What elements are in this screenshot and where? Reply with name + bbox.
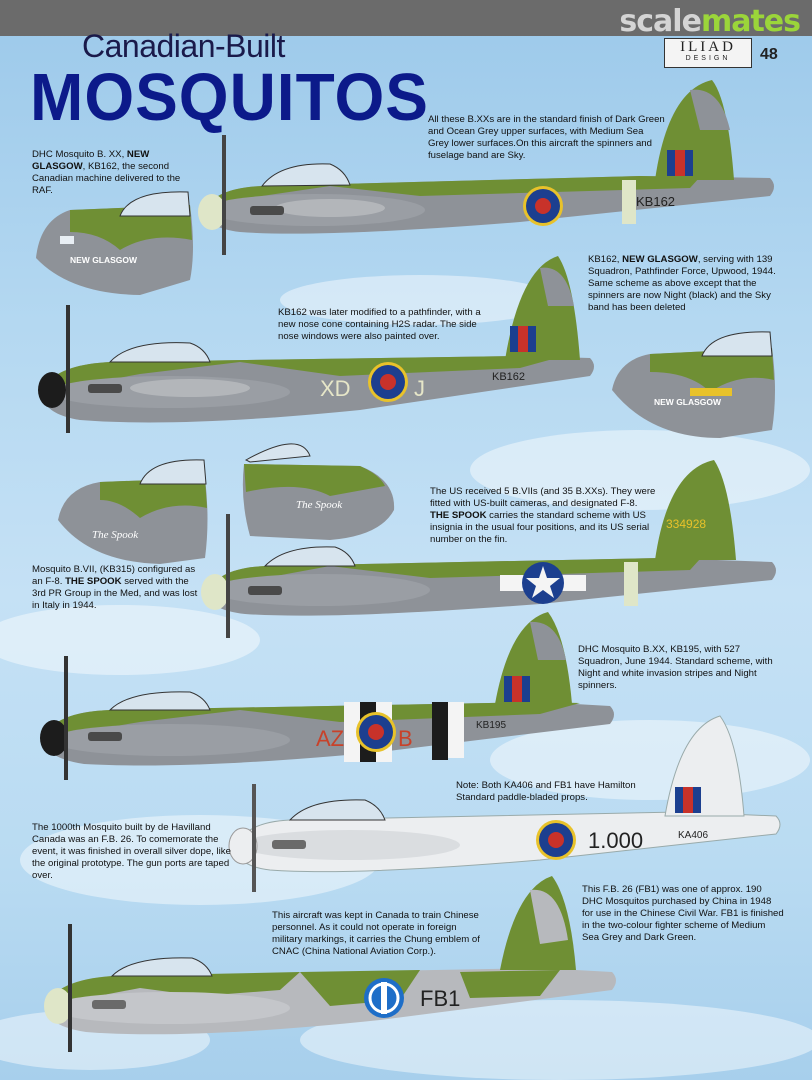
mosquito-fb1-profile xyxy=(44,876,616,1052)
note-kb162-pathfinder: KB162 was later modified to a pathfinder… xyxy=(278,307,481,342)
site-top-bar xyxy=(0,0,812,36)
marking-kb195: KB195 xyxy=(476,720,506,731)
marking-ka406: KA406 xyxy=(678,830,708,841)
new-glasgow-label-2: NEW GLASGOW xyxy=(654,397,722,407)
marking-kb162: KB162 xyxy=(636,194,675,209)
new-glasgow-label: NEW GLASGOW xyxy=(70,255,138,265)
mosquito-the-spook-profile xyxy=(201,460,776,638)
mosquito-kb162-profile xyxy=(198,80,774,255)
note-us-received: The US received 5 B.VIIs (and 35 B.XXs).… xyxy=(430,486,656,545)
note-kb195: DHC Mosquito B.XX, KB195, with 527 Squad… xyxy=(578,644,773,691)
mosquito-kb195-profile xyxy=(40,612,614,780)
scale-label: 48 xyxy=(760,46,778,63)
page-title-line1: Canadian-Built xyxy=(82,28,285,64)
note-the-spook: Mosquito B.VII, (KB315) configured as an… xyxy=(32,564,198,611)
note-kb162-delivery: DHC Mosquito B. XX, NEW GLASGOW, KB162, … xyxy=(32,149,181,196)
spook-script-right: The Spook xyxy=(296,499,343,511)
spook-script-left: The Spook xyxy=(92,529,139,541)
nose-detail-spook-right xyxy=(242,443,395,540)
note-bxx-finish: All these B.XXs are in the standard fini… xyxy=(428,114,665,161)
marking-kb162b: KB162 xyxy=(492,371,525,383)
marking-az: AZ xyxy=(316,726,344,751)
site-brand-logo[interactable]: scalemates xyxy=(619,4,801,39)
note-kb162-139-squadron: KB162, NEW GLASGOW, serving with 139 Squ… xyxy=(588,254,776,313)
publisher-logo: ILIAD DESIGN xyxy=(664,38,752,68)
note-fb1-china: This F.B. 26 (FB1) was one of approx. 19… xyxy=(582,884,784,943)
note-canada-training: This aircraft was kept in Canada to trai… xyxy=(272,910,480,957)
note-1000th-mosquito: The 1000th Mosquito built by de Havillan… xyxy=(32,822,231,881)
nose-detail-spook-left xyxy=(58,459,208,564)
marking-fb1: FB1 xyxy=(420,986,460,1011)
marking-us-serial: 334928 xyxy=(666,517,706,531)
marking-b: B xyxy=(398,726,413,751)
mosquito-ka406-profile xyxy=(228,715,781,892)
marking-xd: XD xyxy=(320,376,351,401)
marking-1000: 1.000 xyxy=(588,828,643,853)
marking-j: J xyxy=(414,376,425,401)
mosquito-kb162-xdj-profile xyxy=(38,256,594,433)
nose-detail-new-glasgow xyxy=(36,191,193,295)
note-props: Note: Both KA406 and FB1 have Hamilton S… xyxy=(456,780,636,803)
page-title-line2: MOSQUITOS xyxy=(30,59,429,135)
nose-detail-new-glasgow-2 xyxy=(612,331,775,438)
